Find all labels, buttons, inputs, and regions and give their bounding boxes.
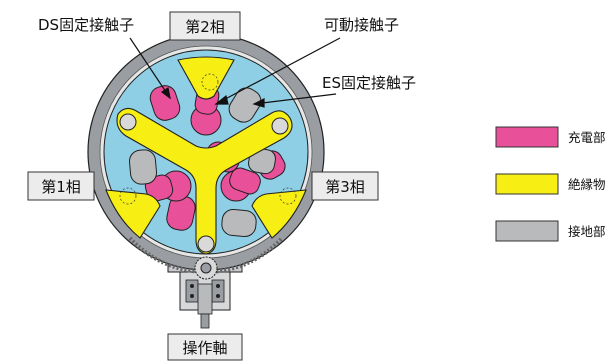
insulator-parts — [105, 56, 307, 255]
es-fixed-contact-phase1 — [128, 149, 158, 185]
drive-gear — [194, 256, 218, 280]
operating-shaft-label-box: 操作軸 — [167, 333, 243, 361]
rotor-pivots — [119, 113, 289, 253]
phase3-label: 第3相 — [325, 178, 365, 196]
movable-contact-label: 可動接触子 — [324, 16, 399, 34]
insulator-sector-top — [177, 56, 235, 100]
phase2-label: 第2相 — [185, 18, 225, 36]
legend-label-ground: 接地部 — [568, 224, 606, 239]
callout-ds-fixed-contact: DS固定接触子 — [38, 16, 134, 34]
leader-lines — [129, 37, 341, 108]
legend-label-charged: 充電部 — [568, 130, 606, 145]
legend-swatch-ground — [495, 220, 559, 242]
ds-fixed-contact-label: DS固定接触子 — [38, 16, 134, 34]
phase2-label-box: 第2相 — [169, 11, 241, 41]
es-fixed-contact-label: ES固定接触子 — [322, 74, 416, 92]
operating-mechanism — [167, 255, 243, 329]
legend-swatch-charged — [495, 126, 559, 148]
es-fixed-contact-phase2 — [228, 87, 262, 123]
phase1-label-box: 第1相 — [27, 171, 95, 201]
phase3-label-box: 第3相 — [311, 171, 379, 201]
operating-shaft-label: 操作軸 — [182, 339, 227, 357]
callout-es-fixed-contact: ES固定接触子 — [322, 74, 416, 92]
legend-swatch-insulator — [495, 173, 559, 195]
insulator-sector-right — [251, 189, 307, 239]
y-rotor-insulator — [116, 107, 293, 255]
legend-item-charged: 充電部 — [495, 126, 606, 148]
callout-movable-contact: 可動接触子 — [324, 16, 399, 34]
legend-item-ground: 接地部 — [495, 220, 606, 242]
legend-item-insulator: 絶縁物 — [495, 173, 606, 195]
legend-label-insulator: 絶縁物 — [568, 177, 606, 192]
ds-fixed-contact-phase2 — [149, 85, 181, 121]
dashed-guide-circles — [119, 73, 297, 205]
phase1-label: 第1相 — [41, 178, 81, 196]
ground-parts — [128, 87, 276, 238]
insulator-sector-left — [105, 189, 161, 239]
es-fixed-contact-phase3 — [221, 208, 257, 238]
legend: 充電部 絶縁物 接地部 — [495, 126, 606, 242]
